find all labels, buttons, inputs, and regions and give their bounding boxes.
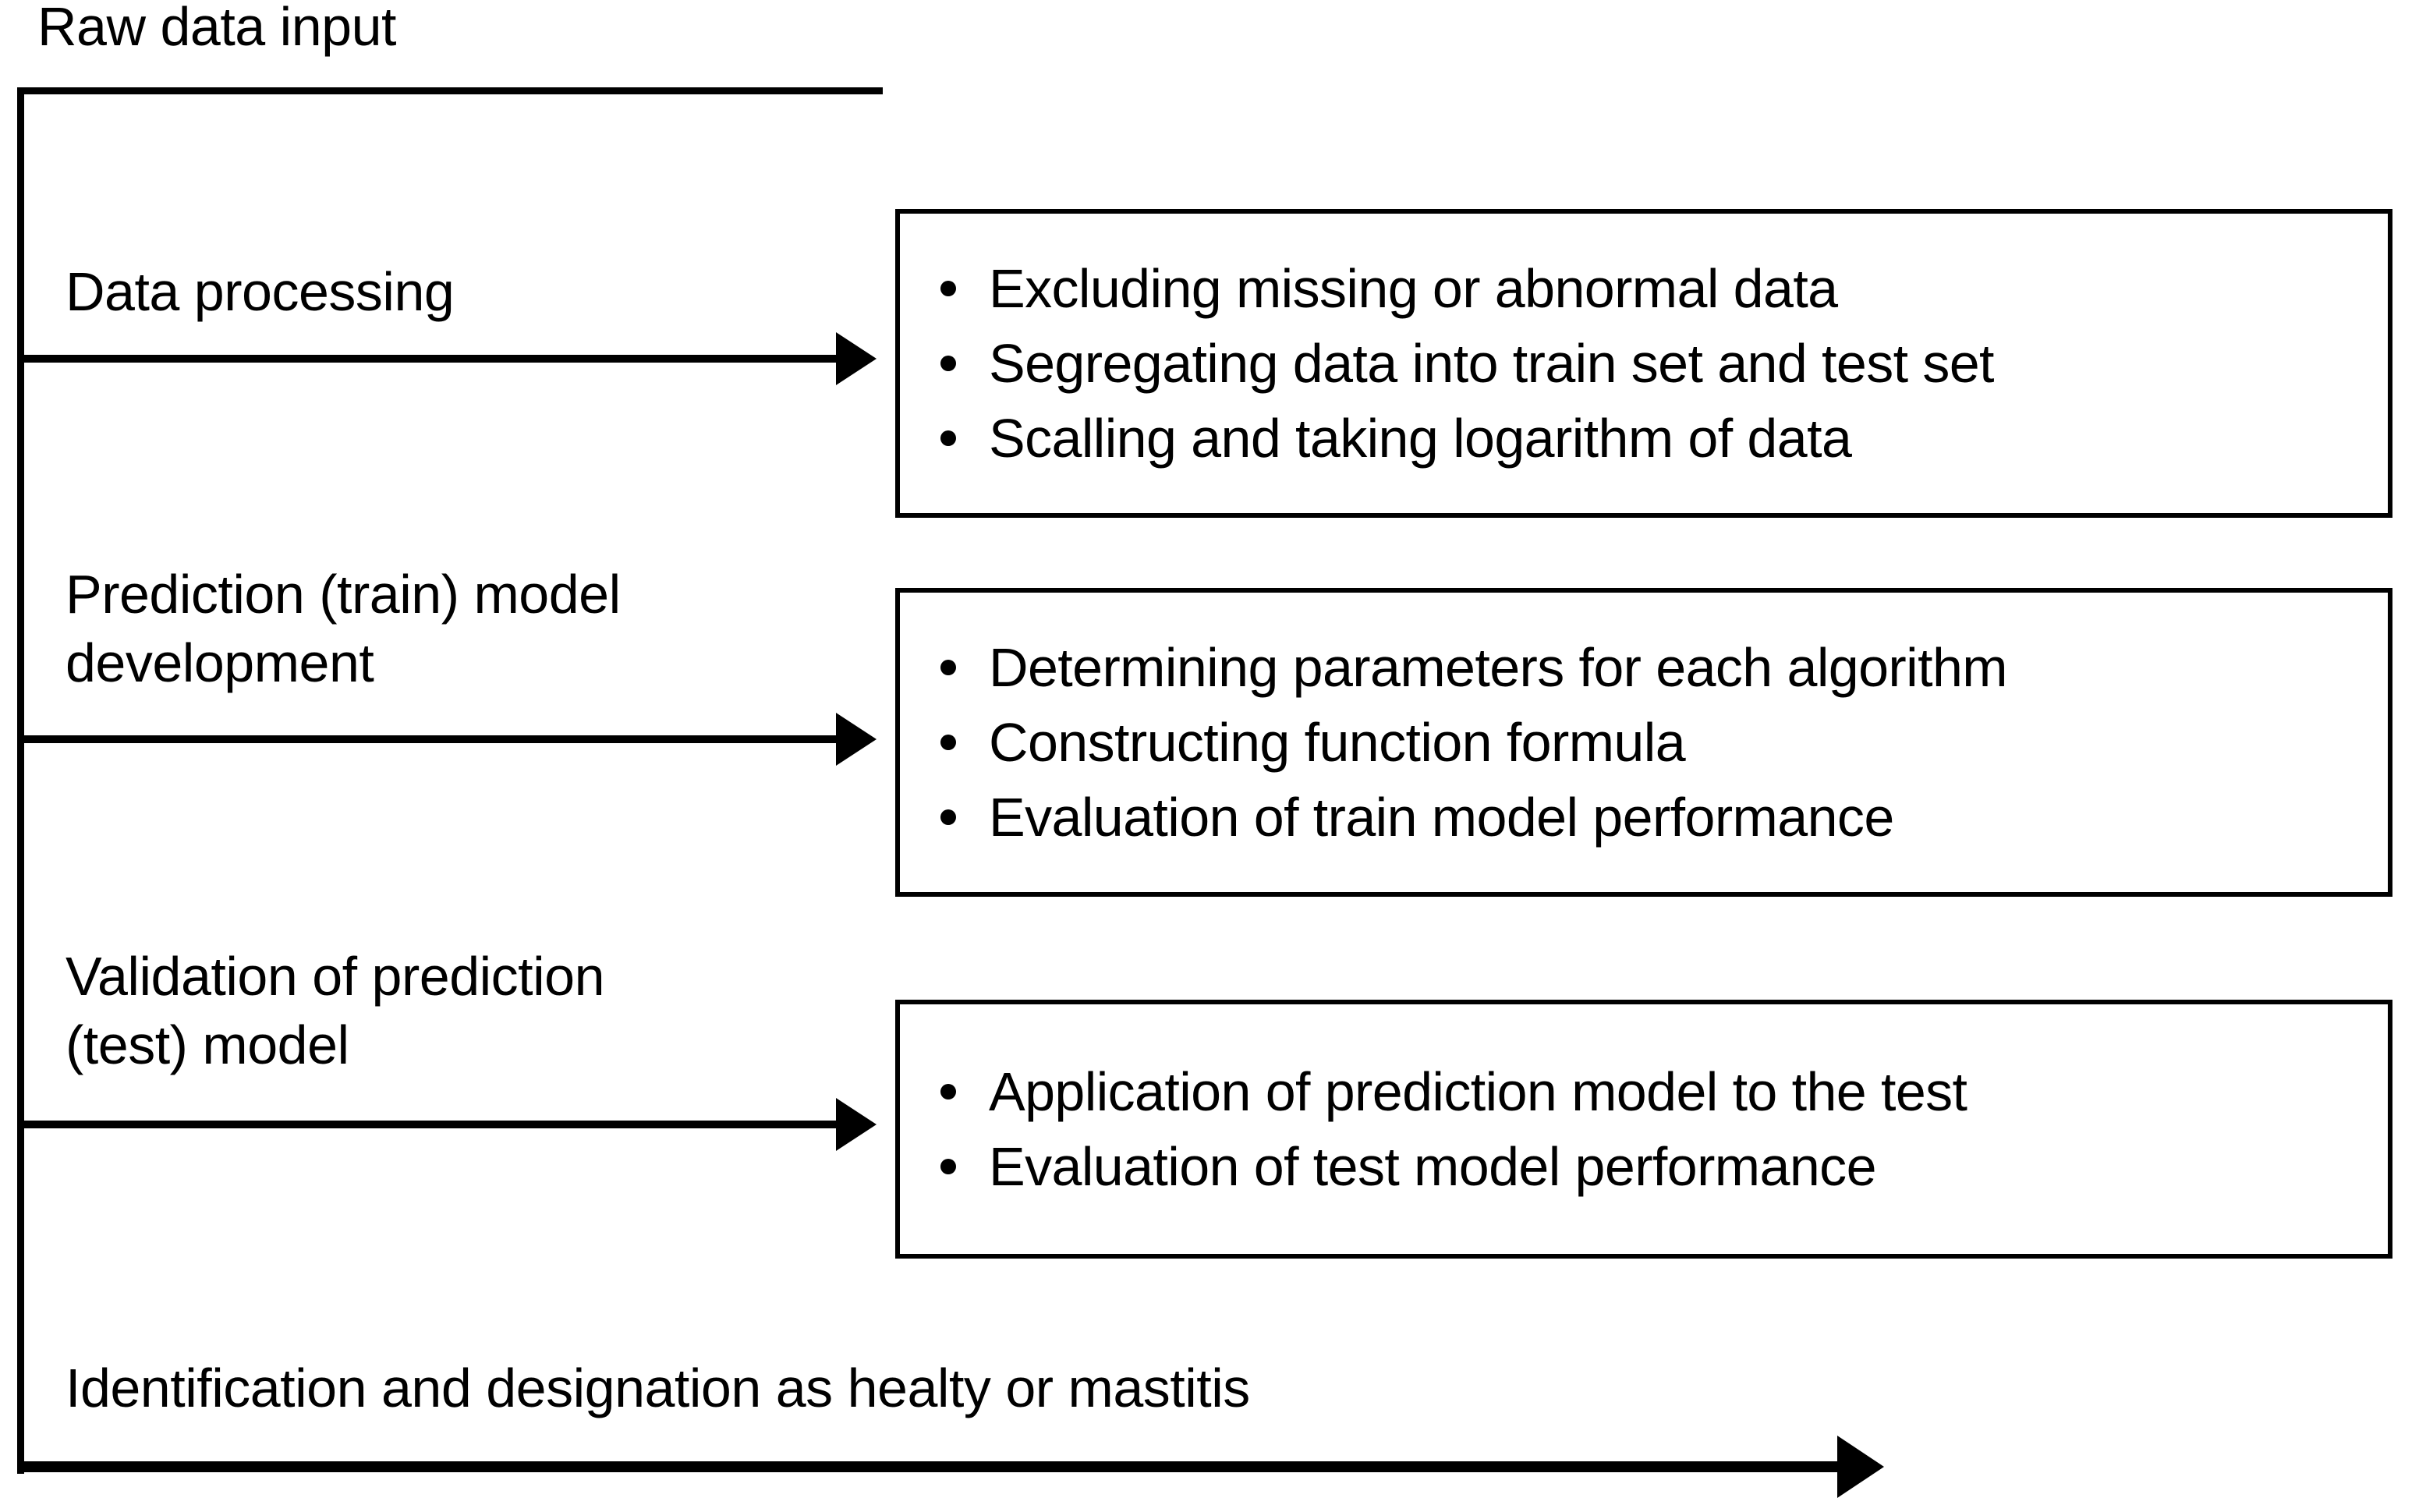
detail-text: Excluding missing or abnormal data bbox=[989, 258, 1838, 319]
detail-box-validation-test-model: Application of prediction model to the t… bbox=[895, 1000, 2392, 1259]
arrow-head-3-icon bbox=[836, 1098, 877, 1151]
bullet-dot-icon bbox=[940, 430, 956, 446]
stage-label-data-processing: Data processing bbox=[66, 261, 455, 322]
detail-text: Determining parameters for each algorith… bbox=[989, 637, 2008, 698]
branch-line-3 bbox=[17, 1121, 842, 1128]
list-item: Excluding missing or abnormal data bbox=[900, 251, 2388, 326]
outcome-line bbox=[17, 1461, 1842, 1472]
detail-box-data-processing: Excluding missing or abnormal data Segre… bbox=[895, 209, 2392, 518]
bullet-dot-icon bbox=[940, 281, 956, 296]
detail-text: Application of prediction model to the t… bbox=[989, 1061, 1967, 1122]
detail-text: Scalling and taking logarithm of data bbox=[989, 408, 1852, 469]
page-title: Raw data input bbox=[37, 0, 396, 57]
list-item: Evaluation of train model performance bbox=[900, 780, 2388, 855]
list-item: Application of prediction model to the t… bbox=[900, 1054, 2388, 1129]
list-item: Determining parameters for each algorith… bbox=[900, 630, 2388, 705]
stage-label-prediction-model-development: Prediction (train) model development bbox=[66, 564, 621, 693]
detail-text: Segregating data into train set and test… bbox=[989, 333, 1995, 394]
list-item: Scalling and taking logarithm of data bbox=[900, 401, 2388, 476]
bullet-dot-icon bbox=[940, 660, 956, 675]
detail-text: Evaluation of test model performance bbox=[989, 1136, 1877, 1197]
outcome-label: Identification and designation as healty… bbox=[66, 1358, 1250, 1418]
bullet-dot-icon bbox=[940, 1084, 956, 1099]
list-item: Evaluation of test model performance bbox=[900, 1129, 2388, 1204]
bullet-dot-icon bbox=[940, 735, 956, 750]
branch-line-1 bbox=[17, 355, 842, 363]
vertical-spine bbox=[17, 87, 24, 1474]
list-item: Constructing function formula bbox=[900, 705, 2388, 780]
stage-label-validation-test-model: Validation of prediction (test) model bbox=[66, 946, 605, 1075]
bullet-dot-icon bbox=[940, 809, 956, 825]
bullet-dot-icon bbox=[940, 356, 956, 371]
detail-box-prediction-model-development: Determining parameters for each algorith… bbox=[895, 588, 2392, 897]
branch-line-2 bbox=[17, 735, 842, 743]
arrow-head-1-icon bbox=[836, 332, 877, 385]
arrow-head-2-icon bbox=[836, 713, 877, 766]
detail-text: Evaluation of train model performance bbox=[989, 787, 1894, 848]
top-horizontal-rule bbox=[17, 87, 883, 94]
arrow-head-outcome-icon bbox=[1837, 1436, 1884, 1498]
bullet-dot-icon bbox=[940, 1159, 956, 1174]
list-item: Segregating data into train set and test… bbox=[900, 326, 2388, 401]
detail-text: Constructing function formula bbox=[989, 712, 1686, 773]
